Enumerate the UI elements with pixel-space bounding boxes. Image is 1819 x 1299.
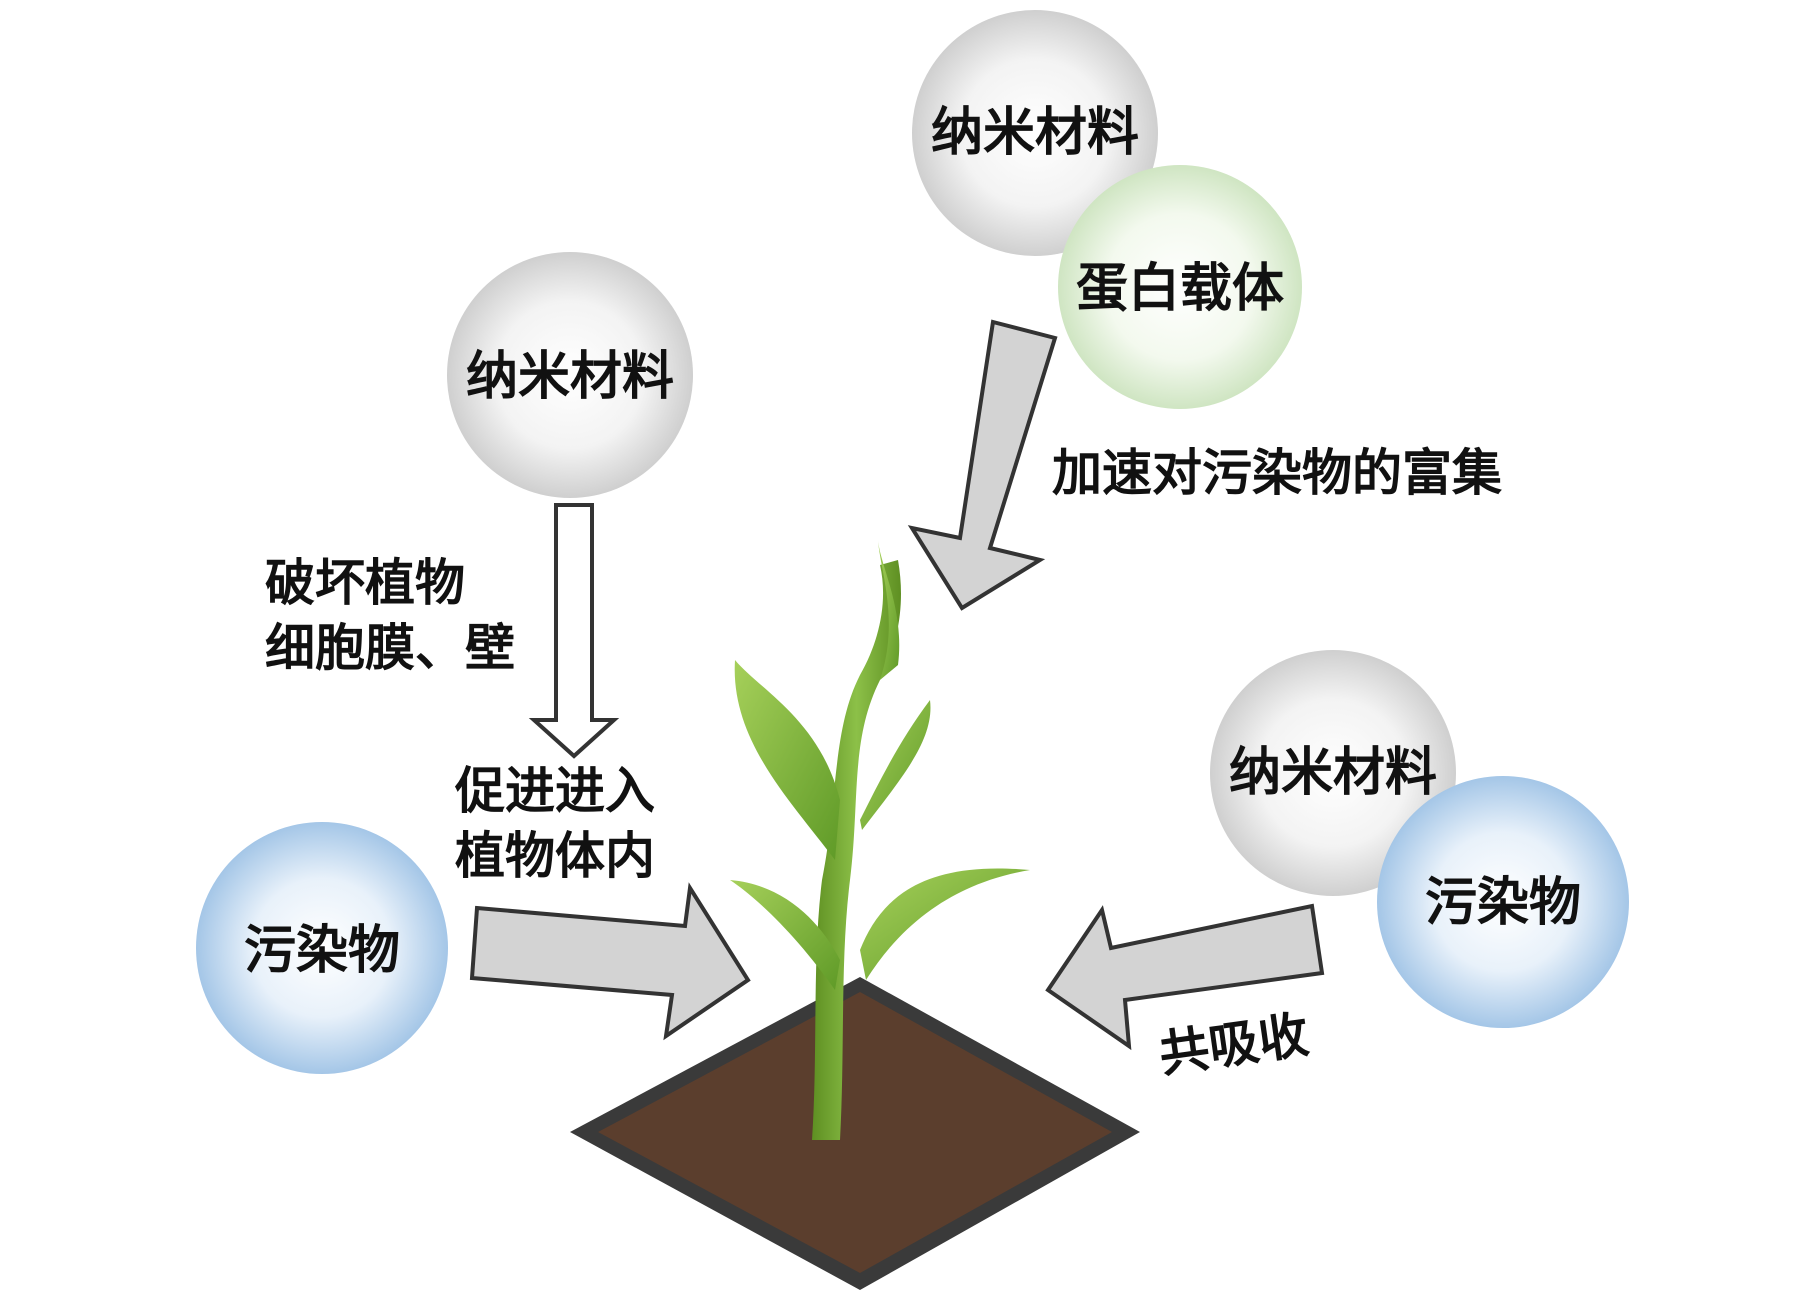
damage-line2-label: 细胞膜、壁 <box>265 618 515 677</box>
lower-left-leaf <box>730 880 840 990</box>
nano-right-label: 纳米材料 <box>1229 742 1437 803</box>
left-leaf <box>734 660 840 860</box>
soil-patch <box>570 977 1140 1290</box>
sphere-nano-left: 纳米材料 <box>447 252 693 498</box>
co-absorption-label: 共吸收 <box>1155 1005 1312 1084</box>
protein-carrier-label: 蛋白载体 <box>1076 258 1284 319</box>
top-leaf <box>878 540 900 680</box>
pollutant-right-label: 污染物 <box>1425 872 1581 933</box>
nano-top-label: 纳米材料 <box>931 102 1139 163</box>
right-upper-leaf <box>860 700 931 830</box>
sphere-protein-carrier: 蛋白载体 <box>1058 165 1302 409</box>
plant-stem <box>812 560 901 1140</box>
lower-right-leaf <box>860 868 1030 980</box>
right-arrow-pollutant <box>469 882 751 1041</box>
promote-line1-label: 促进进入 <box>454 761 655 820</box>
sphere-pollutant-right: 污染物 <box>1377 776 1629 1028</box>
down-arrow-protein <box>907 319 1058 611</box>
damage-line1-label: 破坏植物 <box>265 553 465 612</box>
left-arrow-co-absorption <box>1045 903 1325 1051</box>
plant <box>730 540 1030 1140</box>
promote-line2-label: 植物体内 <box>455 826 655 885</box>
nano-left-label: 纳米材料 <box>466 346 674 407</box>
accelerate-enrichment-label: 加速对污染物的富集 <box>1052 443 1502 502</box>
sphere-pollutant-left: 污染物 <box>196 822 448 1074</box>
sphere-nano-right: 纳米材料 <box>1210 650 1456 896</box>
pollutant-left-label: 污染物 <box>244 920 400 981</box>
sphere-nano-top: 纳米材料 <box>912 10 1158 256</box>
down-arrow-nano <box>528 503 620 759</box>
